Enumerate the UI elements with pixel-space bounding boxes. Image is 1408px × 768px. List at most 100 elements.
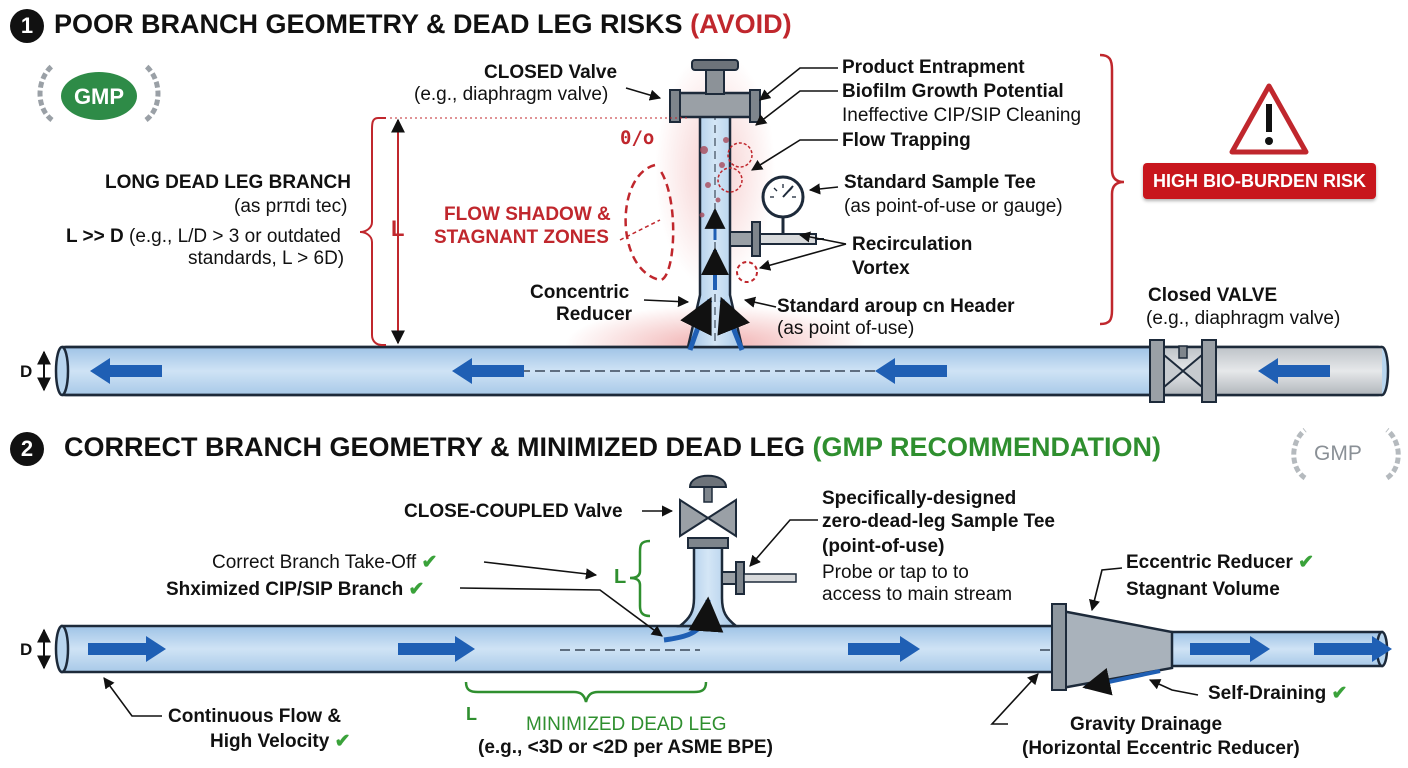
leader-gravity: [990, 673, 1039, 725]
leader-recirc-2: [758, 243, 847, 271]
closed-valve-sub: (e.g., diaphragm valve): [414, 84, 609, 105]
cip-branch-text: Shximized CIP/SIP Branch: [166, 579, 404, 600]
ratio-rest: (e.g., L/D > 3 or outdated: [123, 226, 341, 247]
diameter-label-2: D: [20, 640, 33, 659]
minimized-dead-leg-label: MINIMIZED DEAD LEG: [526, 714, 727, 735]
ratio-label: L >> D (e.g., L/D > 3 or outdated: [66, 226, 341, 248]
recirculation-line2: Vortex: [852, 258, 910, 279]
biofilm-zoom-circle-2: [717, 167, 743, 193]
dead-leg-l-label: L: [391, 216, 405, 241]
dead-leg-length-bracket: [359, 117, 688, 346]
short-l-label: L: [614, 566, 627, 588]
close-coupled-valve: [679, 474, 737, 549]
section-2-title-text: CORRECT BRANCH GEOMETRY & MINIMIZED DEAD…: [64, 432, 806, 462]
gmp-laurel-logo-1: [37, 64, 161, 122]
takeoff-label: Correct Branch Take-Off ✔: [212, 552, 437, 574]
leader-sample-tee: [808, 183, 839, 195]
minimized-l-label: L: [466, 704, 477, 724]
diameter-label-1: D: [20, 362, 33, 381]
leader-header: [743, 296, 777, 308]
zero-tee-line1: Specifically-designed: [822, 488, 1017, 509]
section-2-number: 2: [10, 432, 44, 466]
risk-product-entrapment: Product Entrapment: [842, 57, 1025, 78]
stagnant-zone-loop: [624, 163, 675, 282]
eccentric-reducer: [1051, 603, 1174, 696]
risk-brace: [1099, 53, 1125, 326]
gravity-line1: Gravity Drainage: [1070, 714, 1223, 735]
recirculation-line1: Recirculation: [852, 234, 973, 255]
main-header-pipe-2: [54, 624, 1389, 674]
biofilm-particles: [699, 137, 729, 218]
short-length-bracket: [629, 539, 651, 618]
sample-tee-label: Standard Sample Tee: [844, 172, 1036, 193]
continuous-line2: High Velocity ✔: [210, 731, 351, 753]
takeoff-check-icon: ✔: [421, 552, 438, 573]
closed-valve-top: [669, 59, 761, 123]
ratio-line2: standards, L > 6D): [188, 248, 345, 269]
takeoff-text: Correct Branch Take-Off: [212, 552, 417, 573]
gmp-laurel-logo-2: [1291, 428, 1401, 481]
leader-concentric: [643, 295, 690, 308]
flow-shadow-pointer: [619, 219, 661, 241]
flow-shadow-line1: FLOW SHADOW &: [444, 204, 611, 225]
eccentric-line2: Stagnant Volume: [1126, 579, 1280, 600]
recirculation-vortex-circle: [736, 261, 758, 283]
leader-self-drain: [1148, 679, 1199, 696]
tee-inflow-arrow-right: [717, 296, 750, 351]
section-1-title-text: POOR BRANCH GEOMETRY & DEAD LEG RISKS: [54, 9, 683, 39]
section-1-title: POOR BRANCH GEOMETRY & DEAD LEG RISKS (A…: [54, 9, 792, 40]
long-dead-leg-label: LONG DEAD LEG BRANCH: [105, 172, 351, 193]
leader-zero-tee: [749, 519, 818, 567]
leader-closed-valve: [625, 87, 662, 101]
ratio-bold: L >> D: [66, 226, 124, 247]
closed-valve2-sub: (e.g., diaphragm valve): [1146, 308, 1341, 329]
flow-shadow-line2: STAGNANT ZONES: [434, 227, 609, 248]
leader-product-entrapment: [759, 67, 838, 101]
closed-valve-label: CLOSED Valve: [484, 62, 618, 83]
continuous-check-icon: ✔: [334, 731, 351, 752]
zero-label: 0/o: [620, 127, 655, 149]
leader-recirc-1: [798, 231, 847, 245]
close-coupled-label: CLOSE-COUPLED Valve: [404, 501, 623, 522]
self-draining-label: Self-Draining ✔: [1208, 683, 1347, 705]
biofilm-zoom-circle: [727, 142, 753, 168]
concentric-line1: Concentric: [530, 282, 630, 303]
zero-dead-leg-sample-tee: [721, 561, 797, 595]
concentric-line2: Reducer: [556, 304, 633, 325]
leader-flow-trapping: [751, 139, 838, 171]
self-draining-text: Self-Draining: [1208, 683, 1327, 704]
cip-check-icon: ✔: [408, 579, 425, 600]
long-dead-leg-sub: (as prπdi tec): [234, 196, 348, 217]
zero-tee-line3: (point-of-use): [822, 536, 945, 557]
leader-biofilm: [755, 90, 838, 126]
main-flow-arrows-2: [88, 636, 1392, 662]
standard-sample-tee: [729, 221, 824, 257]
tee-inflow-arrow-left: [680, 296, 713, 351]
main-flow-arrows-1: [90, 358, 1330, 384]
probe-line2: access to main stream: [822, 584, 1013, 605]
section-1-number: 1: [10, 9, 44, 43]
header-sub: (as point of-use): [777, 318, 915, 339]
closed-valve-inline: [1149, 339, 1217, 403]
gmp-logo-2-text: GMP: [1314, 442, 1362, 465]
sample-tee-sub: (as point-of-use or gauge): [844, 196, 1063, 217]
section-2-title-suffix: (GMP RECOMMENDATION): [812, 432, 1162, 462]
probe-line1: Probe or tap to to: [822, 562, 969, 583]
eccentric-line1: Eccentric Reducer ✔: [1126, 552, 1314, 574]
high-bio-burden-badge: HIGH BIO-BURDEN RISK: [1143, 163, 1377, 199]
minimized-dead-leg-bracket: [464, 681, 708, 703]
gmp-logo-1-text: GMP: [73, 84, 125, 109]
leader-takeoff: [483, 561, 598, 580]
leader-eccentric: [1089, 567, 1123, 612]
zero-tee-line2: zero-dead-leg Sample Tee: [822, 511, 1055, 532]
minimized-dead-leg-sub: (e.g., <3D or <2D per ASME BPE): [478, 737, 773, 758]
self-draining-check-icon: ✔: [1331, 683, 1348, 704]
continuous-text: High Velocity: [210, 731, 330, 752]
pressure-gauge-icon: [761, 175, 805, 234]
gravity-line2: (Horizontal Eccentric Reducer): [1022, 738, 1300, 759]
header-label: Standard aroup cn Header: [777, 296, 1015, 317]
risk-flow-trapping: Flow Trapping: [842, 130, 971, 151]
leader-continuous: [103, 677, 162, 717]
